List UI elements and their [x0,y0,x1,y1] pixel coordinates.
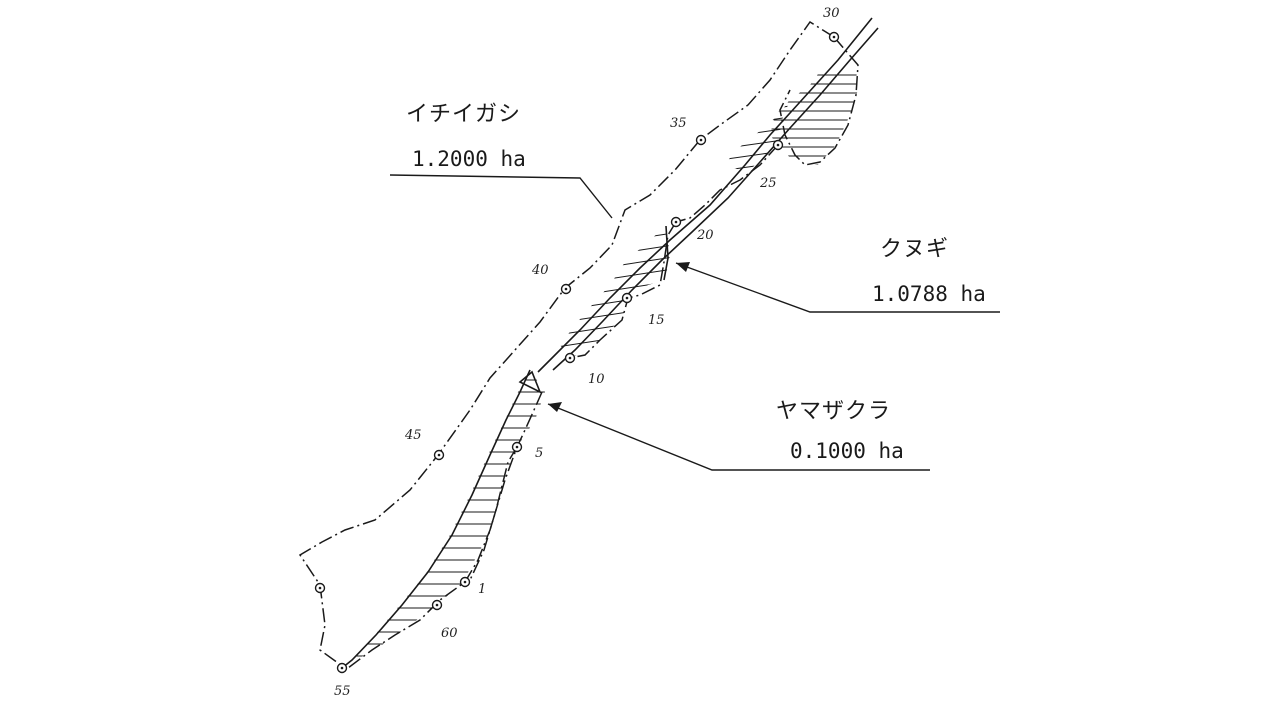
point-number-45: 45 [405,428,422,443]
point-number-1: 1 [478,582,487,597]
area-label-ichiigashi: 1.2000 ha [412,147,526,171]
point-number-5: 5 [535,446,544,461]
hatched-area-strip-north [725,100,790,170]
road-lines [341,17,879,669]
survey-points [314,31,840,674]
hatched-area-kunugi-north [770,74,858,165]
leader-arrowheads [548,262,690,412]
point-number-35: 35 [670,116,687,131]
hatched-area-yamazakura [340,379,545,657]
hatched-area-kunugi [560,226,670,358]
point-number-15: 15 [648,313,665,328]
point-number-60: 60 [441,626,458,641]
species-label-kunugi: クヌギ [880,237,950,262]
area-label-yamazakura: 0.1000 ha [790,439,904,463]
point-number-40: 40 [532,263,549,278]
leader-yamazakura [547,403,930,471]
point-number-20: 20 [697,228,714,243]
leader-lines [389,174,1000,471]
species-label-ichiigashi: イチイガシ [406,102,522,127]
species-label-yamazakura: ヤマザクラ [776,399,892,424]
point-number-55: 55 [334,684,351,699]
point-number-10: 10 [588,372,605,387]
boundary-lines [298,20,859,669]
area-label-kunugi: 1.0788 ha [872,282,986,306]
point-number-25: 25 [760,176,777,191]
leader-ichiigashi [389,174,613,219]
leader-kunugi [675,262,1000,313]
point-number-30: 30 [823,6,840,21]
